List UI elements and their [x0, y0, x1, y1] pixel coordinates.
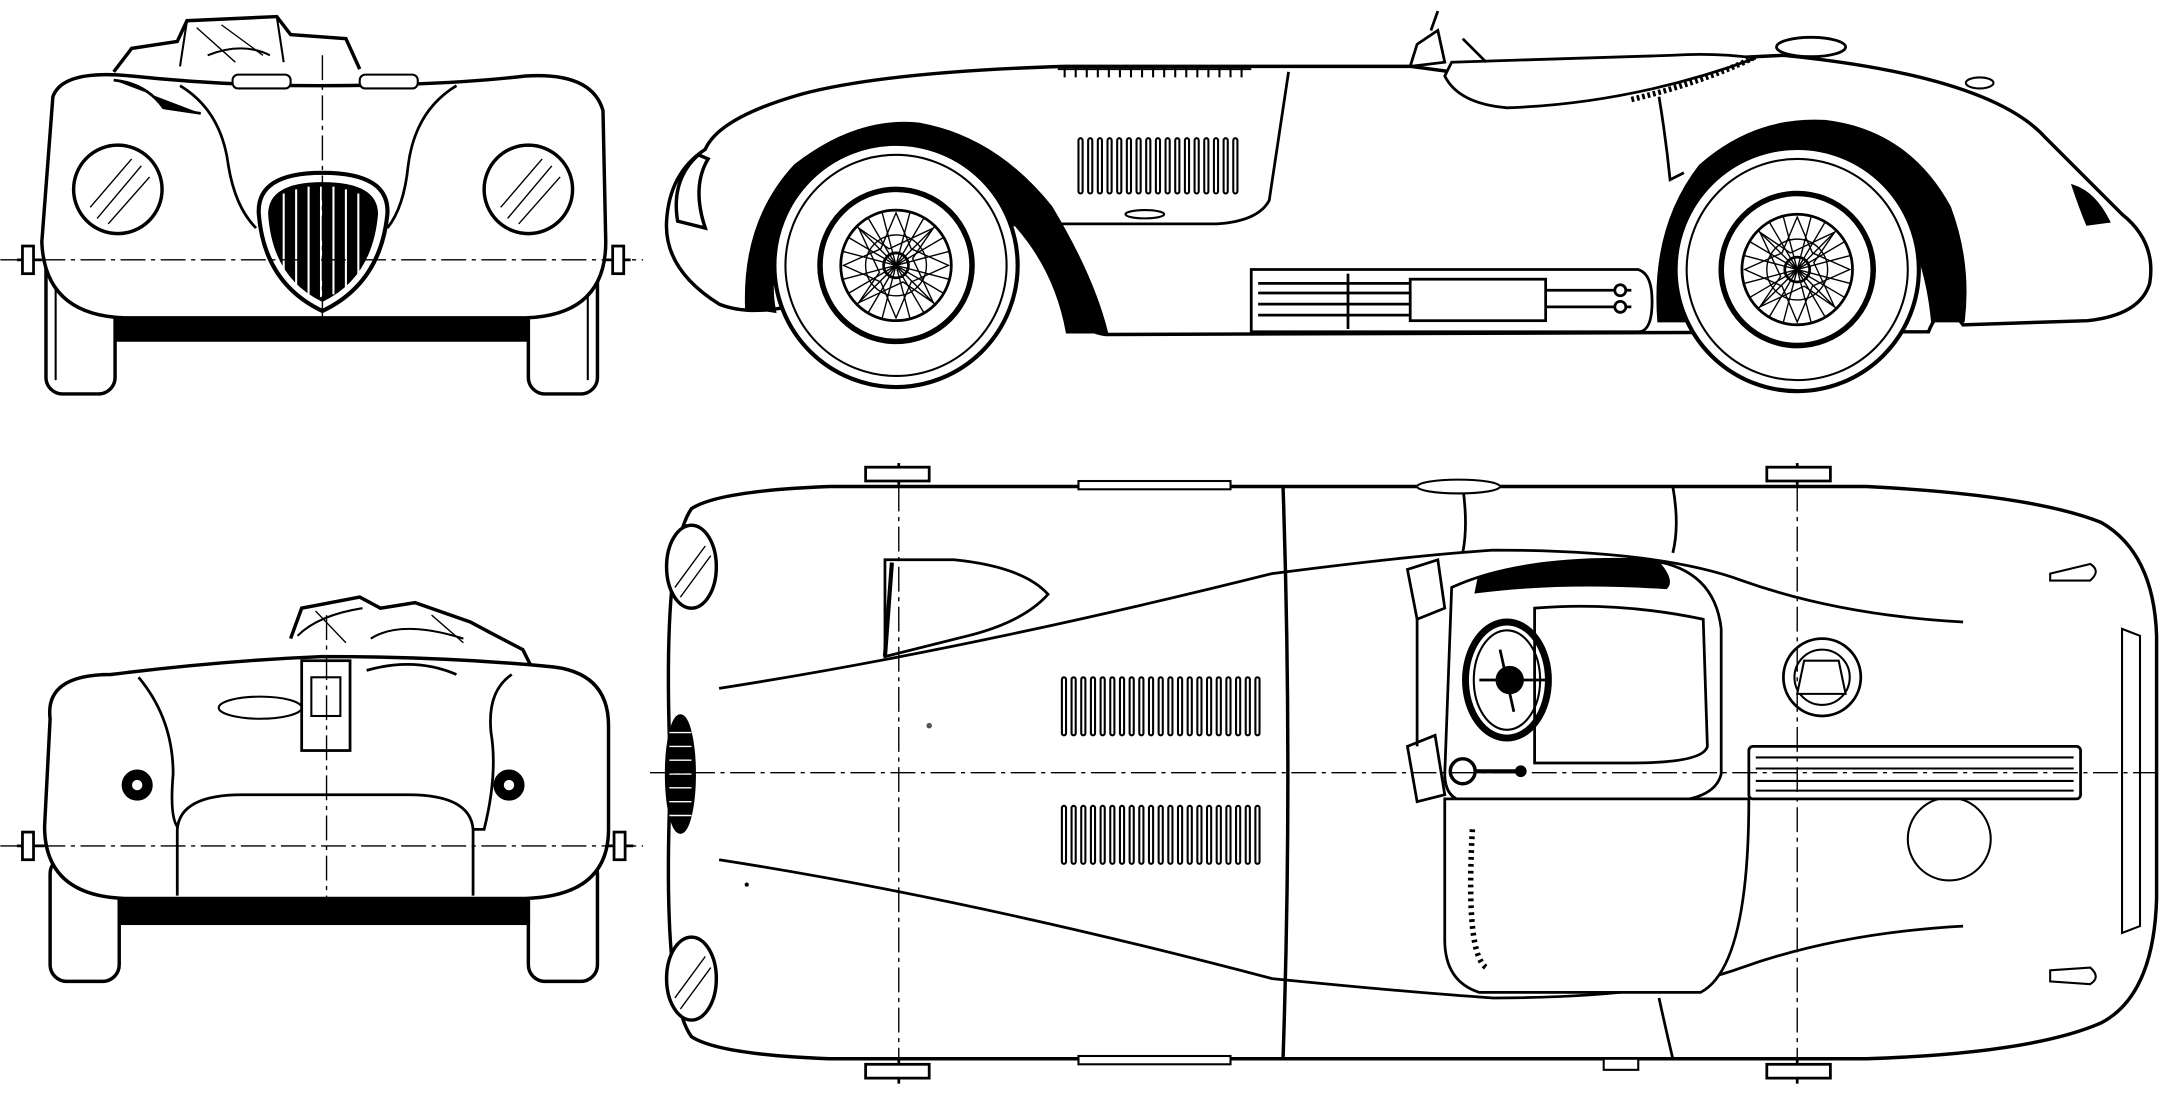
front-view — [0, 14, 644, 396]
side-view — [664, 10, 2153, 394]
top-view — [649, 463, 2159, 1084]
rear-view — [0, 595, 644, 984]
